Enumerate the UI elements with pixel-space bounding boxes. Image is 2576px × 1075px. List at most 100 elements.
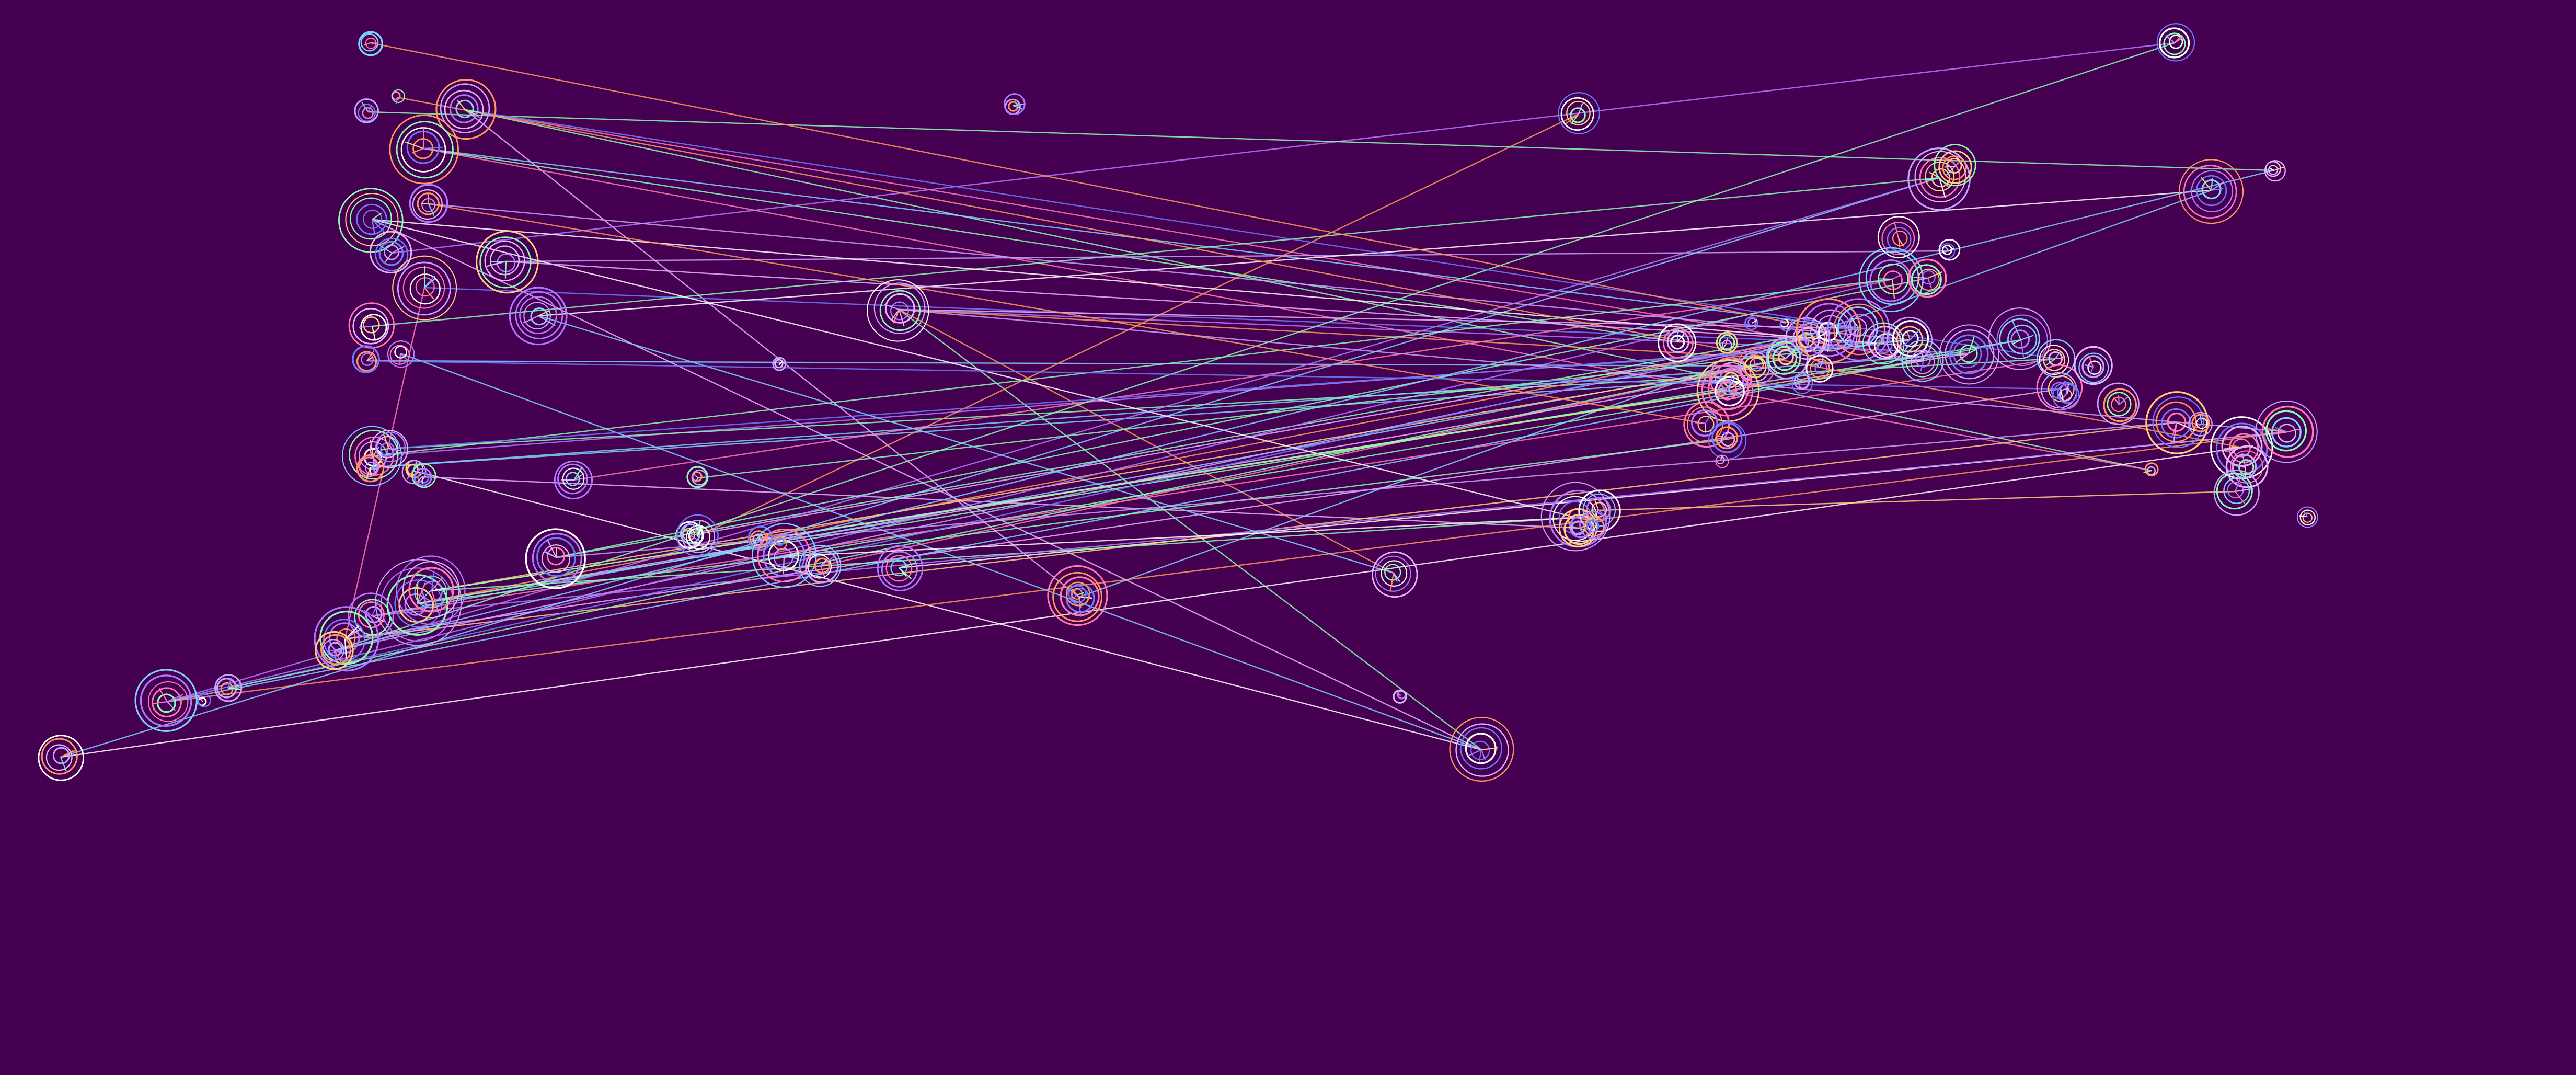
node-ring: [515, 291, 564, 339]
node-spoke: [406, 470, 413, 480]
node-spoke: [2235, 491, 2246, 505]
network-node: [799, 544, 842, 587]
node-ring: [370, 429, 409, 468]
node-ring: [362, 107, 374, 119]
node-ring: [2168, 35, 2183, 49]
node-spoke: [1772, 348, 1786, 359]
node-ring: [1907, 258, 1947, 298]
network-node: [1806, 354, 1834, 383]
connection-line: [899, 308, 1786, 360]
connection-line: [388, 358, 2056, 450]
connection-line: [698, 339, 1911, 479]
connection-line: [372, 358, 2056, 617]
node-spoke: [784, 555, 797, 559]
node-spoke: [2211, 188, 2224, 191]
node-ring: [686, 525, 710, 550]
node-ring: [1868, 325, 1902, 360]
node-spoke: [2210, 178, 2213, 191]
network-node: [1715, 454, 1729, 468]
node-ring: [1718, 381, 1738, 401]
connection-line: [556, 421, 2177, 558]
network-node: [387, 340, 415, 368]
node-ring: [45, 744, 73, 771]
node-ring: [774, 359, 784, 369]
node-ring: [1765, 336, 1809, 380]
connection-line: [697, 113, 1579, 538]
node-spoke: [2020, 339, 2025, 357]
node-ring: [1910, 349, 1935, 374]
connection-line: [372, 177, 1940, 327]
node-spoke: [899, 562, 917, 569]
node-ring: [2195, 175, 2227, 207]
network-node: [686, 466, 709, 488]
node-spoke: [371, 599, 380, 616]
node-spoke: [372, 615, 385, 622]
node-ring: [804, 549, 839, 584]
node-spoke: [1013, 105, 1022, 110]
node-ring: [1004, 93, 1026, 115]
node-ring: [1381, 560, 1408, 587]
node-spoke: [1717, 435, 1729, 440]
node-ring: [2299, 509, 2316, 525]
node-spoke: [820, 565, 825, 577]
node-ring: [2232, 453, 2257, 479]
node-spoke: [486, 260, 507, 267]
node-ring: [387, 340, 415, 368]
node-spoke: [1920, 360, 1925, 372]
node-ring: [509, 287, 568, 346]
node-ring: [1714, 376, 1745, 407]
node-ring: [1818, 322, 1838, 342]
node-ring: [2087, 360, 2102, 375]
node-ring: [1560, 97, 1594, 131]
node-ring: [2097, 382, 2140, 425]
node-spoke: [696, 520, 701, 537]
connection-line: [167, 177, 1940, 703]
network-node: [369, 231, 412, 274]
connection-line: [556, 329, 1830, 558]
node-spoke: [366, 350, 375, 361]
node-ring: [1810, 358, 1830, 379]
node-spoke: [547, 539, 557, 558]
connection-line: [505, 250, 1949, 262]
node-ring: [1939, 324, 1999, 385]
node-spoke: [544, 551, 557, 558]
node-spoke: [1906, 330, 1911, 340]
connection-line: [899, 308, 1394, 574]
connection-line: [227, 329, 1830, 689]
node-spoke: [1854, 328, 1860, 347]
node-ring: [2255, 400, 2318, 463]
node-ring: [1579, 511, 1607, 539]
node-spoke: [1694, 422, 1706, 425]
connection-lines: [60, 42, 2288, 758]
node-spoke: [1945, 246, 1949, 251]
node-ring: [1455, 723, 1509, 777]
network-node: [1065, 581, 1090, 607]
node-ring: [1779, 317, 1794, 332]
network-node: [2213, 470, 2260, 516]
node-ring: [197, 693, 211, 707]
node-spoke: [1396, 693, 1401, 696]
network-node: [1558, 92, 1601, 134]
node-ring: [397, 261, 451, 316]
node-ring: [881, 551, 918, 588]
node-ring: [1938, 150, 1972, 184]
node-ring: [389, 115, 459, 185]
node-ring: [523, 302, 551, 330]
node-ring: [322, 638, 345, 661]
node-spoke: [370, 439, 374, 456]
network-node: [2210, 416, 2273, 479]
node-ring: [356, 454, 385, 483]
node-ring: [1996, 314, 2048, 367]
connection-line: [899, 308, 1969, 354]
node-spoke: [2303, 511, 2308, 517]
connection-line: [1598, 490, 2236, 511]
node-spoke: [695, 477, 699, 483]
node-ring: [476, 230, 539, 294]
node-spoke: [1800, 329, 1808, 339]
node-spoke: [1827, 330, 1831, 352]
node-ring: [1934, 144, 1976, 187]
node-ring: [1949, 334, 1989, 374]
node-ring: [2302, 512, 2313, 523]
node-ring: [688, 528, 705, 544]
